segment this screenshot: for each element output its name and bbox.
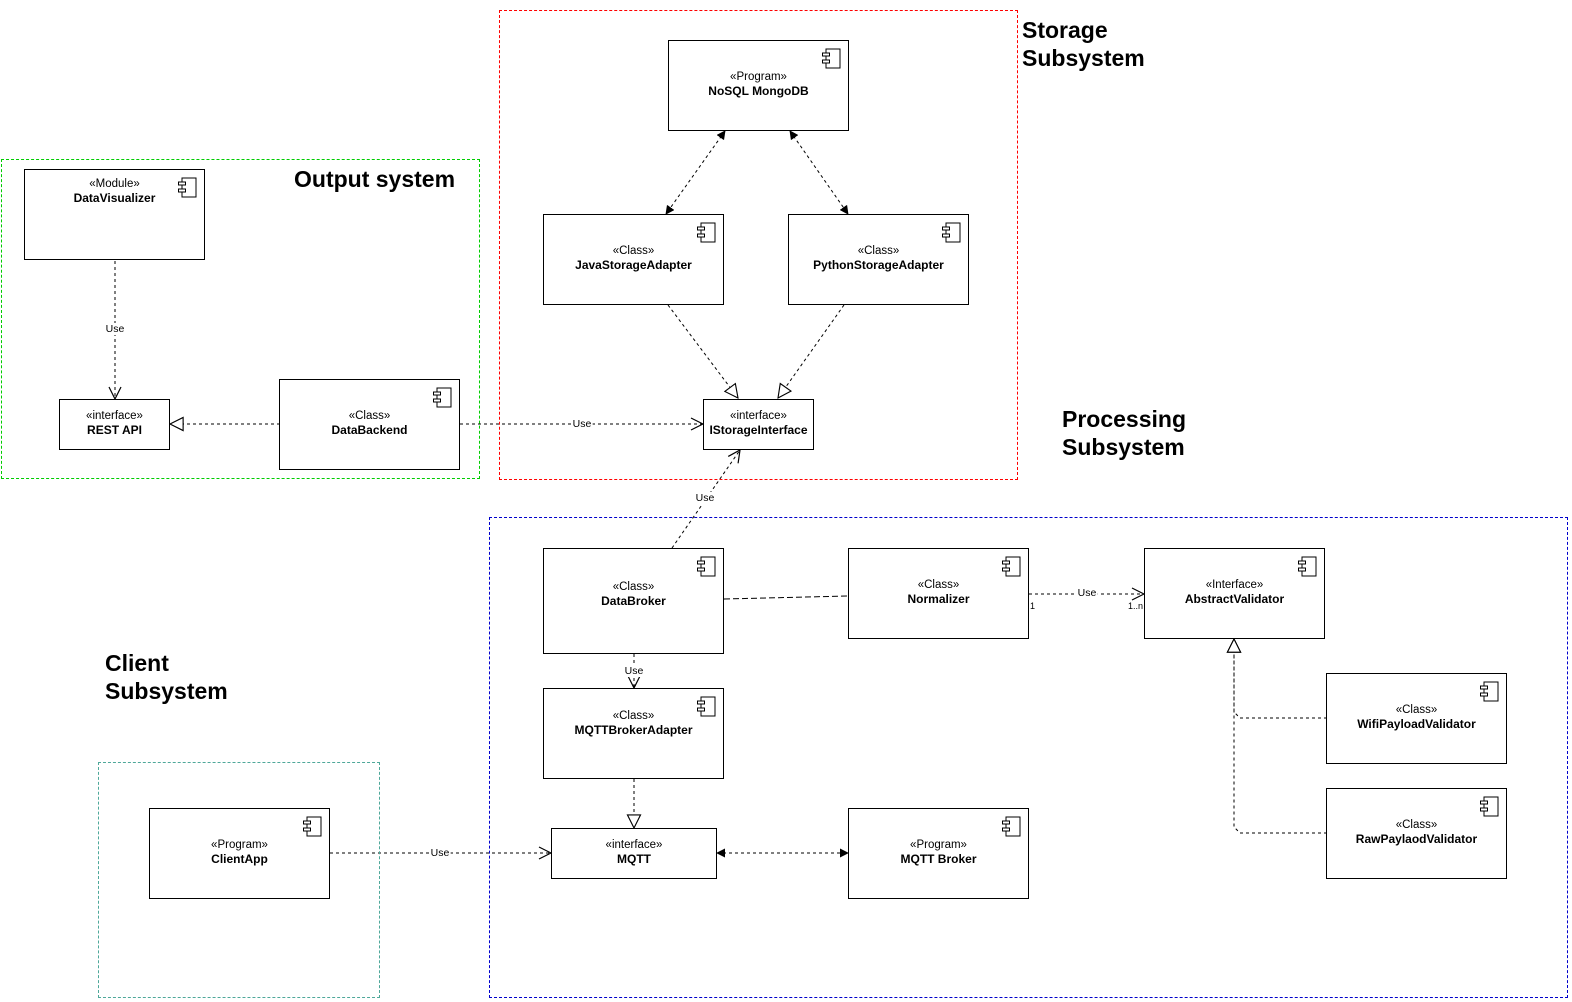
component-icon <box>697 556 716 577</box>
component-stereotype: «Program» <box>211 838 268 851</box>
interface-name: IStorageInterface <box>709 422 808 437</box>
edge-broker-istorage <box>671 450 740 549</box>
component-name: DataBackend <box>331 422 408 437</box>
data-backend-component[interactable]: «Class»DataBackend <box>279 379 460 470</box>
wifi-payload-validator-component[interactable]: «Class»WifiPayloadValidator <box>1326 673 1507 764</box>
component-icon <box>822 48 841 69</box>
edge-label-broker-storage-use: Use <box>694 492 716 504</box>
interface-stereotype: «interface» <box>86 409 143 422</box>
edge-label-visualizer-use: Use <box>104 323 126 335</box>
edge-wifi-realizes-abstract <box>1234 639 1327 719</box>
multiplicity-many: 1..n <box>1128 601 1144 611</box>
component-icon <box>303 816 322 837</box>
component-name: RawPaylaodValidator <box>1355 831 1478 846</box>
component-icon <box>1002 556 1021 577</box>
component-stereotype: «Interface» <box>1205 578 1264 591</box>
raw-payload-validator-component[interactable]: «Class»RawPaylaodValidator <box>1326 788 1507 879</box>
storage-subsystem-title: Storage Subsystem <box>1022 17 1145 71</box>
edge-mongo-java <box>665 130 726 215</box>
processing-subsystem-region <box>489 517 1568 998</box>
component-stereotype: «Class» <box>917 578 960 591</box>
interface-name: REST API <box>87 422 142 437</box>
interface-stereotype: «interface» <box>605 838 663 851</box>
output-system-title: Output system <box>294 166 456 192</box>
component-stereotype: «Class» <box>1395 703 1438 716</box>
component-stereotype: «Class» <box>612 709 655 722</box>
component-name: NoSQL MongoDB <box>708 83 809 98</box>
mqtt-broker-component[interactable]: «Program»MQTT Broker <box>848 808 1029 899</box>
component-stereotype: «Class» <box>612 581 655 593</box>
normalizer-component[interactable]: «Class»Normalizer <box>848 548 1029 639</box>
multiplicity-one: 1 <box>1030 601 1036 611</box>
component-name: Normalizer <box>907 591 970 606</box>
component-icon <box>697 696 716 717</box>
component-name: MQTTBrokerAdapter <box>574 722 693 737</box>
component-stereotype: «Class» <box>348 409 391 422</box>
component-name: MQTT Broker <box>900 851 977 866</box>
client-app-component[interactable]: «Program»ClientApp <box>149 808 330 899</box>
component-name: DataBroker <box>601 594 666 608</box>
mongodb-component[interactable]: «Program»NoSQL MongoDB <box>668 40 849 131</box>
python-storage-adapter-component[interactable]: «Class»PythonStorageAdapter <box>788 214 969 305</box>
mqtt-broker-adapter-component[interactable]: «Class»MQTTBrokerAdapter <box>543 688 724 779</box>
component-icon <box>1480 796 1499 817</box>
component-name: DataVisualizer <box>73 190 156 205</box>
component-icon <box>942 222 961 243</box>
rest-api-interface[interactable]: «interface»REST API <box>59 399 170 450</box>
mqtt-interface[interactable]: «interface»MQTT <box>551 828 717 879</box>
java-storage-adapter-component[interactable]: «Class»JavaStorageAdapter <box>543 214 724 305</box>
component-stereotype: «Module» <box>89 177 140 190</box>
component-name: AbstractValidator <box>1184 591 1285 606</box>
component-icon <box>433 387 452 408</box>
edge-mongo-python <box>789 130 849 215</box>
edge-label-normalizer-validator-use: Use <box>1076 587 1098 599</box>
component-stereotype: «Program» <box>910 838 967 851</box>
output-system-region <box>1 159 480 479</box>
component-icon <box>1002 816 1021 837</box>
interface-stereotype: «interface» <box>730 409 787 422</box>
component-stereotype: «Class» <box>612 244 655 257</box>
edge-label-broker-mqtt-use: Use <box>623 665 645 677</box>
component-stereotype: «Class» <box>857 244 900 257</box>
component-name: PythonStorageAdapter <box>813 257 944 272</box>
storage-subsystem-region <box>499 10 1018 480</box>
edge-label-backend-use: Use <box>571 418 593 430</box>
client-subsystem-region <box>98 762 380 998</box>
data-broker-component[interactable]: «Class»DataBroker <box>543 548 724 654</box>
client-subsystem-title: Client Subsystem <box>105 650 228 704</box>
edge-java-realizes-istorage <box>667 304 738 398</box>
component-name: WifiPayloadValidator <box>1357 716 1476 731</box>
processing-subsystem-title: Processing Subsystem <box>1062 406 1186 460</box>
component-stereotype: «Class» <box>1395 818 1438 831</box>
component-icon <box>1298 556 1317 577</box>
component-icon <box>1480 681 1499 702</box>
abstract-validator-component[interactable]: «Interface»AbstractValidator <box>1144 548 1325 639</box>
component-name: ClientApp <box>211 851 268 866</box>
component-icon <box>697 222 716 243</box>
edge-python-realizes-istorage <box>778 304 845 398</box>
edge-raw-realizes-abstract <box>1234 639 1327 834</box>
edge-normalizer-aggregated-by-broker <box>724 596 849 599</box>
component-name: JavaStorageAdapter <box>575 257 692 272</box>
component-stereotype: «Program» <box>730 70 787 83</box>
data-visualizer-component[interactable]: «Module»DataVisualizer <box>24 169 205 260</box>
component-icon <box>178 177 197 198</box>
edge-label-client-mqtt-use: Use <box>429 847 451 859</box>
interface-name: MQTT <box>617 851 651 866</box>
istorage-interface[interactable]: «interface»IStorageInterface <box>703 399 814 450</box>
